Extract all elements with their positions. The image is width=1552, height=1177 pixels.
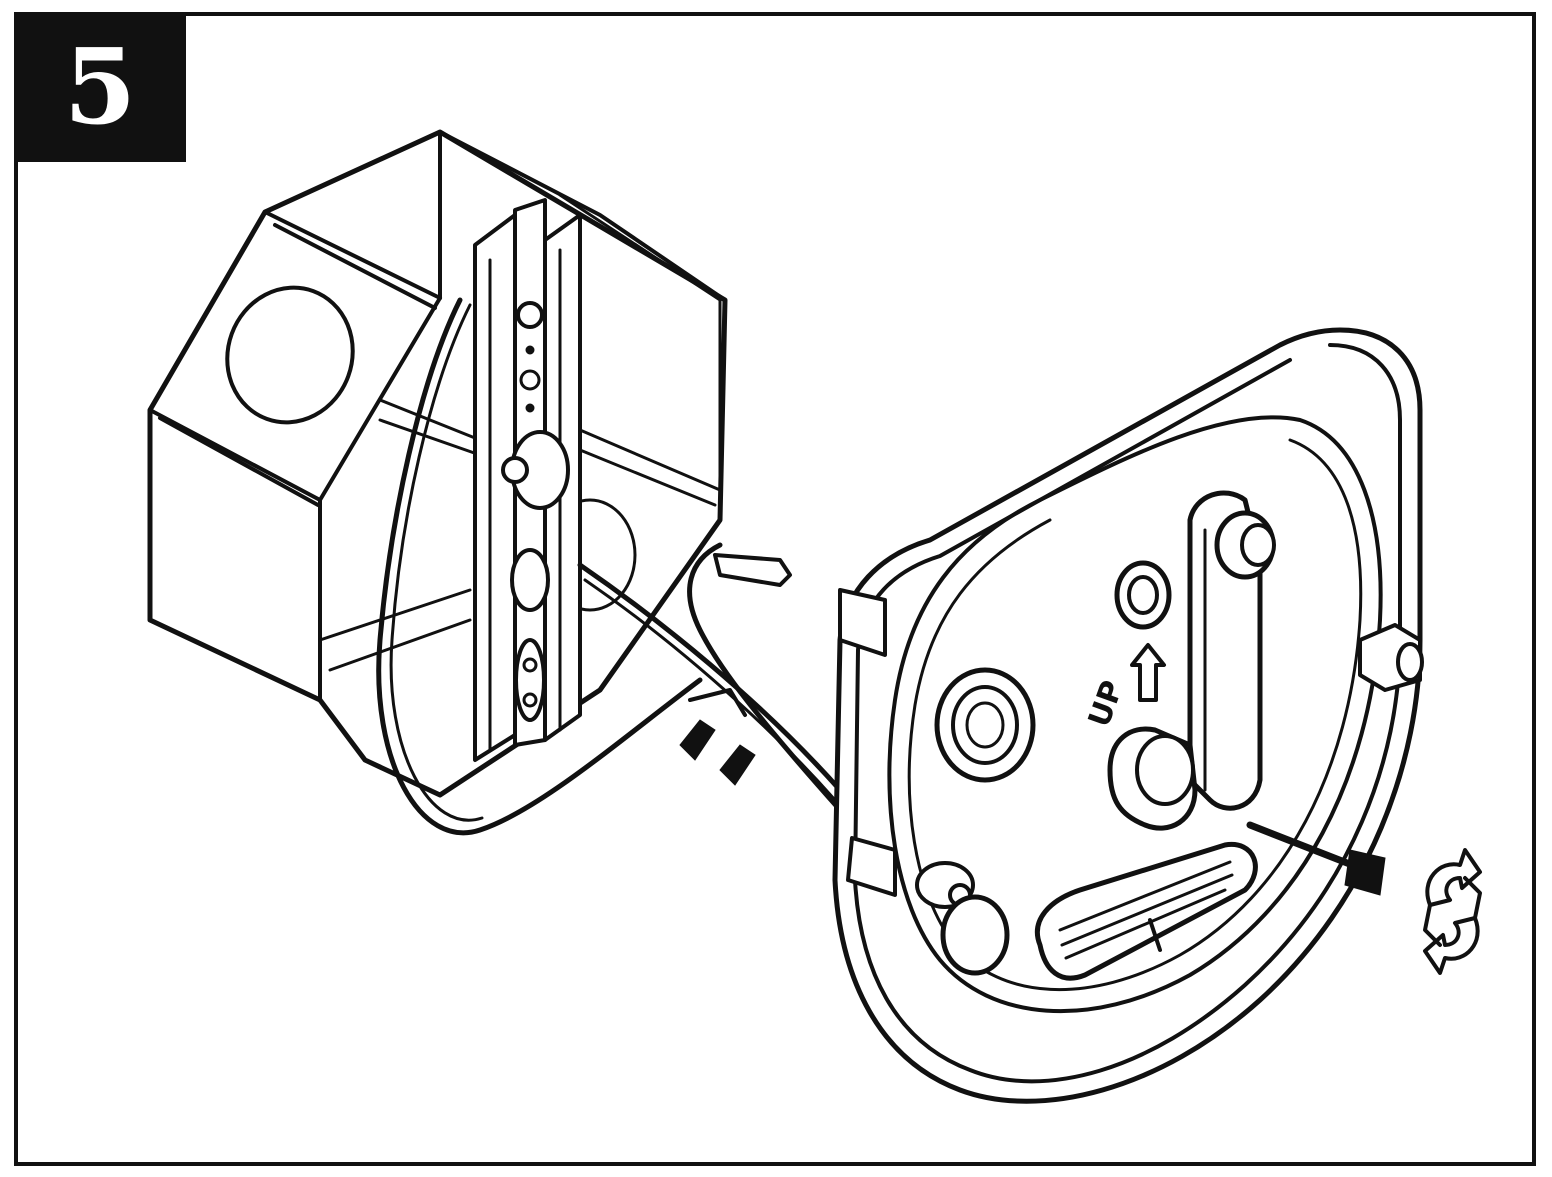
step-number: 5 bbox=[63, 25, 137, 148]
wire-bundle bbox=[376, 297, 843, 836]
step-number-badge: 5 bbox=[14, 12, 186, 162]
mounting-strap bbox=[473, 198, 582, 762]
junction-box bbox=[147, 129, 728, 798]
rotate-icon bbox=[1423, 848, 1482, 975]
mounting-plate bbox=[832, 327, 1424, 1104]
